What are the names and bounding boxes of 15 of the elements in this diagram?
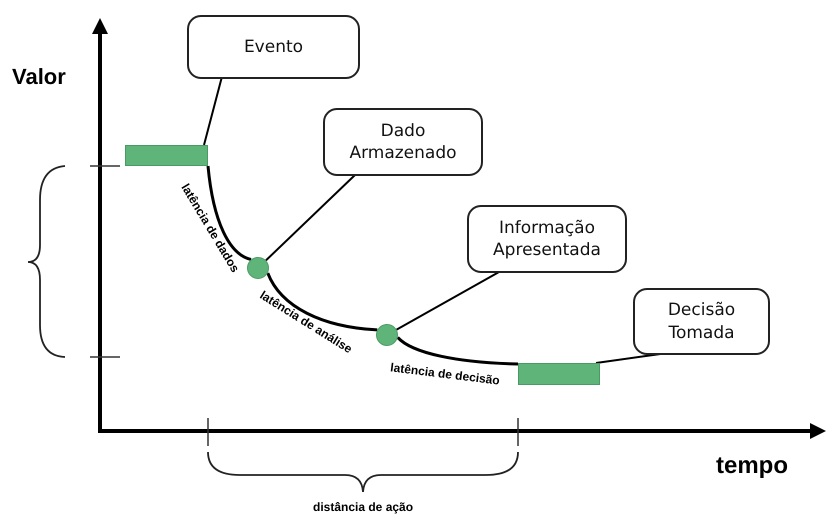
decision-bar xyxy=(518,363,600,385)
axis-title: Valor xyxy=(12,64,66,90)
decay-curve xyxy=(396,336,518,366)
edge-label: latência de decisão xyxy=(390,360,500,388)
speech-bubble: Decisão Tomada xyxy=(633,288,770,355)
speech-bubble: Dado Armazenado xyxy=(323,108,483,176)
decay-curve xyxy=(206,166,252,261)
speech-bubble: Evento xyxy=(187,15,360,79)
bracket-label: distância de ação xyxy=(313,500,414,514)
stage-dot xyxy=(376,324,398,346)
stage-dot xyxy=(247,257,269,279)
axis-title: tempo xyxy=(716,452,788,480)
decay-curve xyxy=(266,272,378,332)
speech-bubble: Informação Apresentada xyxy=(467,205,627,273)
event-bar xyxy=(125,145,208,166)
